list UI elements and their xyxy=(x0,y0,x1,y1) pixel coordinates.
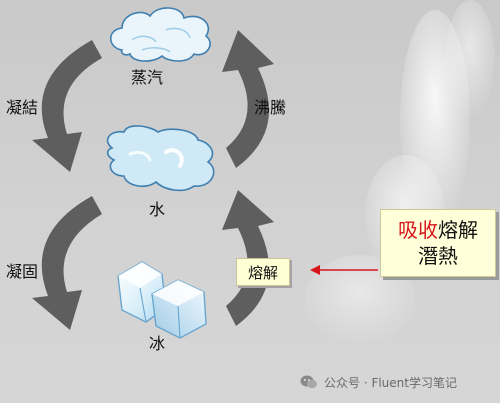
boiling-arrow xyxy=(222,30,274,168)
steam-decoration xyxy=(305,0,495,345)
callout-rest: 熔解 xyxy=(438,218,478,242)
label-boiling: 沸騰 xyxy=(254,98,287,117)
label-melting: 熔解 xyxy=(247,263,278,282)
callout-highlight: 吸收 xyxy=(398,218,438,242)
freezing-arrow xyxy=(32,196,102,330)
melting-tag: 熔解 xyxy=(236,258,290,286)
label-freezing: 凝固 xyxy=(6,262,39,281)
wechat-icon xyxy=(300,375,317,389)
label-condensation: 凝結 xyxy=(6,98,39,117)
callout-line1: 吸收熔解 xyxy=(398,217,478,243)
condensation-arrow xyxy=(32,40,102,172)
label-water: 水 xyxy=(149,200,166,219)
label-ice: 冰 xyxy=(149,334,166,353)
label-vapor: 蒸汽 xyxy=(131,68,164,87)
watermark-text: 公众号 · Fluent学习笔记 xyxy=(324,375,457,390)
water-puddle-icon xyxy=(106,125,215,192)
cloud-icon xyxy=(109,7,211,62)
watermark: 公众号 · Fluent学习笔记 xyxy=(300,372,457,392)
latent-heat-callout: 吸收熔解 潛熱 xyxy=(380,209,496,277)
callout-pointer-arrow xyxy=(310,265,378,275)
ice-cubes-icon xyxy=(117,261,207,339)
callout-line2: 潛熱 xyxy=(418,244,458,268)
